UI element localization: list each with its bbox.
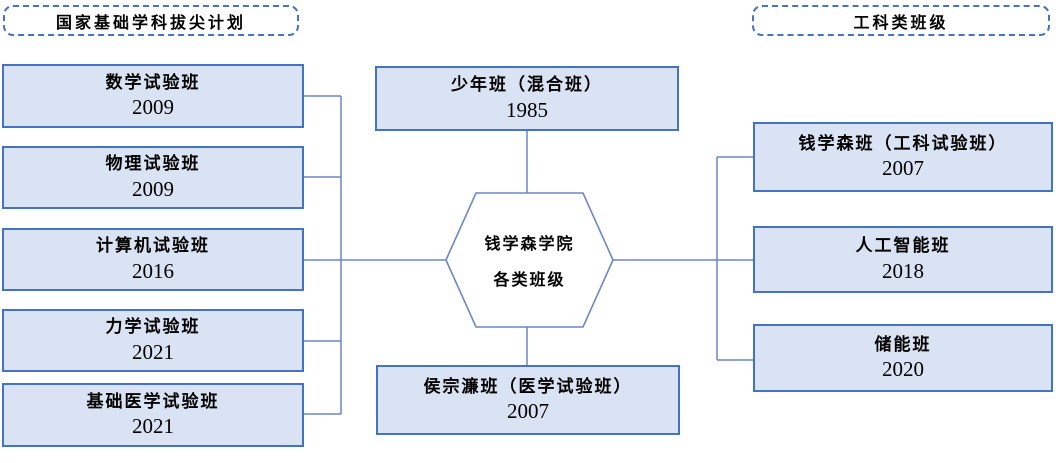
node-name: 计算机试验班	[96, 236, 210, 257]
right-node-energy-storage-class: 储能班 2020	[753, 324, 1053, 392]
node-year: 2009	[132, 176, 174, 201]
node-year: 2016	[132, 258, 174, 283]
left-node-computer-class: 计算机试验班 2016	[2, 228, 304, 291]
bottom-node-houzonglian-class: 侯宗濂班（医学试验班） 2007	[376, 365, 680, 435]
center-hexagon-label: 钱学森学院 各类班级	[446, 193, 613, 327]
node-year: 2007	[507, 399, 549, 424]
node-year: 2018	[882, 258, 924, 283]
node-name: 少年班（混合班）	[451, 75, 603, 96]
right-node-qianxuesen-class: 钱学森班（工科试验班） 2007	[753, 122, 1053, 192]
node-name: 数学试验班	[105, 72, 201, 93]
node-year: 2009	[132, 95, 174, 120]
node-year: 2021	[132, 414, 174, 439]
right-node-ai-class: 人工智能班 2018	[753, 226, 1053, 293]
left-node-physics-class: 物理试验班 2009	[2, 146, 304, 209]
top-node-youth-class: 少年班（混合班） 1985	[375, 66, 679, 131]
node-name: 钱学森班（工科试验班）	[798, 133, 1008, 154]
node-year: 2007	[882, 156, 924, 181]
node-name: 物理试验班	[105, 154, 201, 175]
node-year: 1985	[506, 97, 548, 122]
left-connector-group	[304, 95, 447, 415]
left-node-math-class: 数学试验班 2009	[2, 64, 304, 128]
center-hexagon-line1: 钱学森学院	[484, 234, 575, 253]
right-column-header-label: 工科类班级	[853, 12, 949, 32]
center-hexagon-shape	[445, 192, 614, 328]
right-connector-group	[612, 156, 753, 361]
node-year: 2021	[132, 339, 174, 364]
left-column-header-label: 国家基础学科拔尖计划	[55, 12, 246, 32]
right-column-header: 工科类班级	[752, 5, 1050, 36]
node-name: 侯宗濂班（医学试验班）	[423, 376, 633, 397]
node-name: 人工智能班	[855, 236, 951, 257]
node-year: 2020	[882, 357, 924, 382]
node-name: 力学试验班	[105, 317, 201, 338]
node-name: 储能班	[874, 334, 932, 355]
left-node-basic-medicine-class: 基础医学试验班 2021	[2, 383, 304, 447]
node-name: 基础医学试验班	[86, 391, 220, 412]
left-node-mechanics-class: 力学试验班 2021	[2, 309, 304, 372]
center-hexagon-line2: 各类班级	[493, 270, 566, 289]
left-column-header: 国家基础学科拔尖计划	[3, 5, 299, 36]
